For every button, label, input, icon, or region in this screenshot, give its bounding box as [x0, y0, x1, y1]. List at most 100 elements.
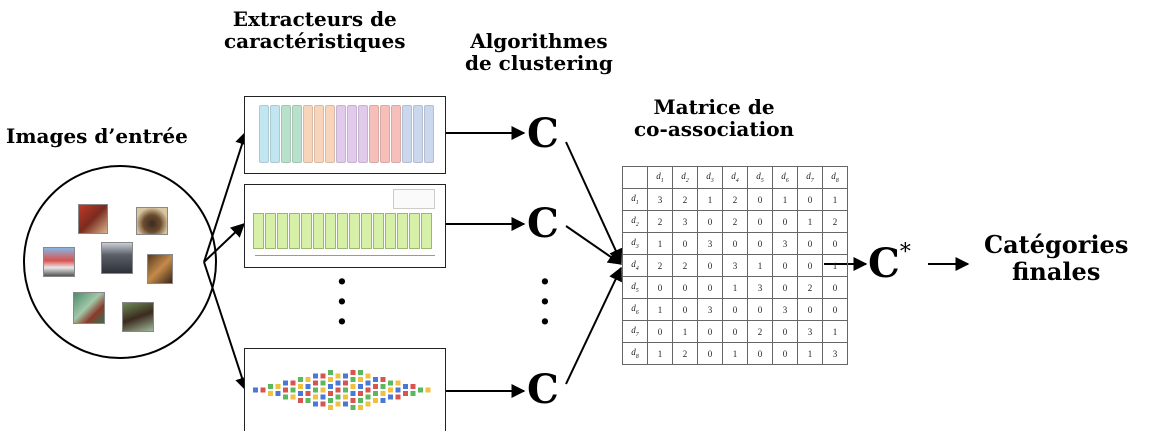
matrix-column-header: d4 [722, 166, 748, 189]
matrix-cell: 0 [697, 254, 723, 277]
network-layer-block [313, 380, 318, 386]
more-networks-ellipsis: ··· [336, 262, 348, 342]
network-layer-block [268, 391, 273, 396]
more-clusterers-ellipsis: ··· [539, 262, 551, 342]
network-layer-block [349, 213, 360, 249]
network-layer-block [328, 370, 333, 375]
matrix-cell: 0 [797, 298, 823, 321]
matrix-cell: 0 [672, 298, 698, 321]
network-layer-block [380, 391, 386, 396]
final-categories-line1: Catégories [984, 230, 1129, 259]
matrix-cell: 2 [722, 188, 748, 211]
network-layer-block [328, 384, 333, 389]
matrix-cell: 2 [722, 210, 748, 233]
network-layer-block [358, 391, 363, 396]
thumbnail-image [101, 242, 133, 274]
network-layer-block [290, 394, 296, 400]
matrix-cell: 3 [747, 276, 773, 299]
matrix-cell: 3 [822, 342, 848, 365]
matrix-cell: 3 [672, 210, 698, 233]
network-layer-block [410, 384, 416, 389]
matrix-cell: 0 [697, 320, 723, 343]
network-layer-block [337, 213, 348, 249]
network-layer-block [335, 387, 341, 393]
matrix-cell: 2 [797, 276, 823, 299]
thumbnail-image [122, 302, 154, 332]
matrix-cell: 3 [772, 298, 798, 321]
matrix-row-header: d4 [622, 254, 648, 277]
matrix-row-header: d3 [622, 232, 648, 255]
network-layer-block [361, 213, 372, 249]
arrow-to-network-2 [203, 223, 246, 263]
matrix-cell: 2 [647, 210, 673, 233]
matrix-cell: 1 [647, 298, 673, 321]
thumbnail-image [43, 247, 75, 277]
network-layer-block [347, 105, 357, 163]
matrix-corner-cell [622, 166, 648, 189]
matrix-column-header: d6 [772, 166, 798, 189]
matrix-cell: 1 [822, 188, 848, 211]
matrix-cell: 0 [722, 298, 748, 321]
matrix-cell: 0 [797, 188, 823, 211]
matrix-label-line1: Matrice de [653, 95, 775, 119]
network-layer-block [320, 387, 326, 393]
network-layer-block [373, 384, 378, 389]
network-layer-block [335, 394, 341, 400]
matrix-row-header: d6 [622, 298, 648, 321]
network-layer-block [391, 105, 401, 163]
network-layer-block [358, 370, 363, 375]
network-layer-block [283, 387, 288, 393]
network-layer-block [365, 380, 371, 386]
matrix-row-header: d2 [622, 210, 648, 233]
network-layer-block [402, 105, 412, 163]
network-layer-block [380, 105, 390, 163]
network-layer-block [289, 213, 300, 249]
network-layer-block [343, 373, 348, 379]
network-layer-block [358, 377, 363, 382]
matrix-cell: 2 [672, 254, 698, 277]
network-layer-block [265, 213, 276, 249]
matrix-cell: 2 [672, 342, 698, 365]
matrix-cell: 0 [647, 320, 673, 343]
clusterer-symbol: C [527, 200, 559, 247]
matrix-cell: 0 [772, 320, 798, 343]
matrix-cell: 2 [647, 254, 673, 277]
network-layer-block [313, 373, 318, 379]
network-layer-block [298, 384, 303, 389]
network-layer-block [313, 213, 324, 249]
matrix-cell: 0 [747, 298, 773, 321]
network-layer-block [350, 398, 356, 403]
network-layer-block [388, 387, 393, 393]
matrix-cell: 1 [672, 320, 698, 343]
network-layer-block [395, 394, 401, 400]
matrix-cell: 0 [747, 342, 773, 365]
network-layer-block [343, 394, 348, 400]
network-layer-block [283, 380, 288, 386]
matrix-cell: 0 [697, 210, 723, 233]
clustering-label: Algorithmes de clustering [465, 30, 613, 75]
matrix-cell: 0 [647, 276, 673, 299]
network-layer-block [365, 401, 371, 407]
network-layer-block [325, 213, 336, 249]
network-layer-block [320, 373, 326, 379]
network-layer-block [373, 377, 378, 382]
matrix-cell: 3 [772, 232, 798, 255]
ensemble-asterisk: * [899, 240, 911, 265]
matrix-cell: 3 [722, 254, 748, 277]
network-layer-block [305, 384, 311, 389]
network-layer-block [328, 377, 333, 382]
vgg-network-icon [244, 96, 446, 174]
network-layer-block [385, 213, 396, 249]
network-layer-block [253, 387, 258, 393]
network-layer-block [421, 213, 432, 249]
matrix-cell: 2 [822, 210, 848, 233]
matrix-column-header: d7 [797, 166, 823, 189]
arrow-to-network-3 [203, 261, 249, 392]
network-layer-block [397, 213, 408, 249]
